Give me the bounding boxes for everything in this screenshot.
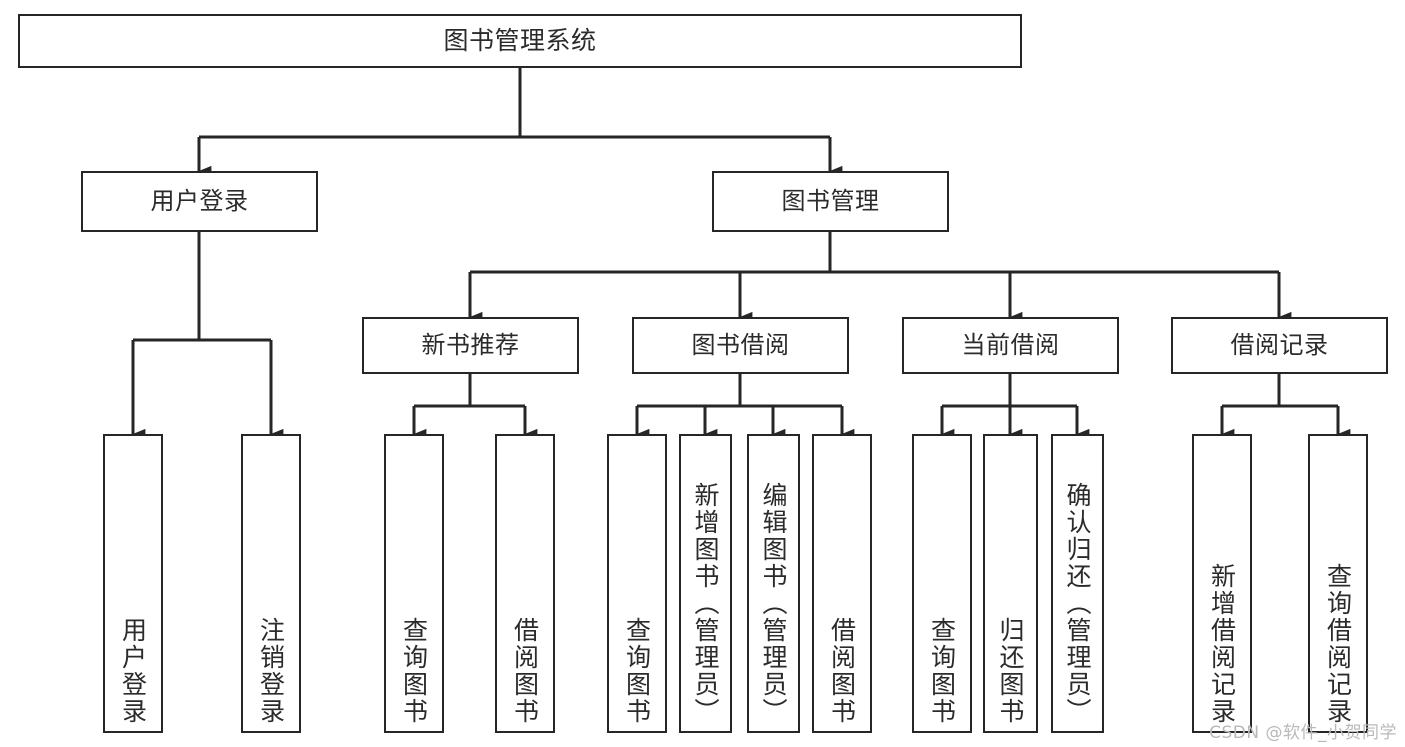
node-current-borrow[interactable]: 当前借阅 <box>902 317 1119 374</box>
node-label: 新增借阅记录 <box>1207 563 1237 725</box>
node-label: 借阅记录 <box>1230 331 1329 360</box>
node-label: 用户登录 <box>150 187 249 216</box>
leaf-query-book-current[interactable]: 查询图书 <box>912 434 972 733</box>
node-label: 图书管理系统 <box>443 26 597 55</box>
leaf-query-borrow-record[interactable]: 查询借阅记录 <box>1308 434 1368 733</box>
node-root-book-management-system[interactable]: 图书管理系统 <box>18 14 1022 68</box>
leaf-add-book-admin[interactable]: 新增图书（管理员） <box>679 434 732 733</box>
leaf-borrow-book-borrow[interactable]: 借阅图书 <box>812 434 872 733</box>
node-label: 借阅图书 <box>510 617 540 725</box>
leaf-query-book-borrow[interactable]: 查询图书 <box>607 434 667 733</box>
node-label: 归还图书 <box>996 617 1025 725</box>
node-label: 借阅图书 <box>827 617 857 725</box>
node-label: 当前借阅 <box>961 331 1060 360</box>
node-user-login[interactable]: 用户登录 <box>81 171 318 232</box>
node-label: 查询图书 <box>622 617 652 725</box>
node-label: 用户登录 <box>118 617 148 725</box>
node-label: 新书推荐 <box>421 331 520 360</box>
leaf-confirm-return-admin[interactable]: 确认归还（管理员） <box>1051 434 1104 733</box>
leaf-edit-book-admin[interactable]: 编辑图书（管理员） <box>747 434 800 733</box>
node-label: 确认归还（管理员） <box>1063 482 1092 725</box>
node-new-book-recommend[interactable]: 新书推荐 <box>362 317 579 374</box>
leaf-borrow-book-recommend[interactable]: 借阅图书 <box>495 434 555 733</box>
leaf-return-book[interactable]: 归还图书 <box>983 434 1038 733</box>
node-label: 查询借阅记录 <box>1323 563 1353 725</box>
node-label: 图书借阅 <box>691 331 790 360</box>
node-label: 编辑图书（管理员） <box>759 482 788 725</box>
node-label: 查询图书 <box>399 617 429 725</box>
leaf-logout-login[interactable]: 注销登录 <box>241 434 301 733</box>
leaf-query-book-recommend[interactable]: 查询图书 <box>384 434 444 733</box>
node-book-management[interactable]: 图书管理 <box>712 171 949 232</box>
node-book-borrow[interactable]: 图书借阅 <box>632 317 849 374</box>
node-label: 查询图书 <box>927 617 957 725</box>
leaf-user-login[interactable]: 用户登录 <box>103 434 163 733</box>
node-label: 注销登录 <box>256 617 286 725</box>
leaf-add-borrow-record[interactable]: 新增借阅记录 <box>1192 434 1252 733</box>
node-borrow-record[interactable]: 借阅记录 <box>1171 317 1388 374</box>
csdn-watermark: CSDN @软件_小贺同学 <box>1209 723 1397 743</box>
node-label: 新增图书（管理员） <box>691 482 720 725</box>
node-label: 图书管理 <box>781 187 880 216</box>
